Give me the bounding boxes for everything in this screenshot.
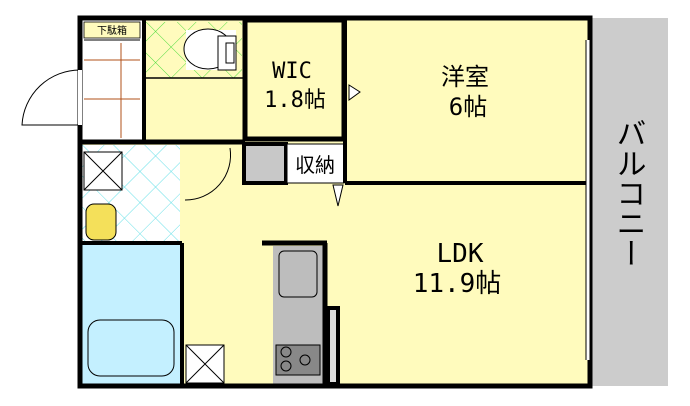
ldk-door-marker xyxy=(332,184,344,207)
entrance-door[interactable] xyxy=(21,69,81,126)
balcony xyxy=(590,18,668,386)
stove-icon xyxy=(275,344,321,376)
washroom-door[interactable] xyxy=(184,147,232,201)
wic-name: WIC xyxy=(272,59,312,84)
wic-size: 1.8帖 xyxy=(264,88,326,113)
balcony-label: バルコニー xyxy=(611,118,646,268)
wic-door-marker xyxy=(348,84,361,101)
wic xyxy=(242,17,347,142)
bathtub-icon xyxy=(87,319,175,377)
western-room-name: 洋室 xyxy=(441,63,489,91)
storage xyxy=(286,143,345,184)
ldk-size: 11.9帖 xyxy=(413,269,502,299)
ldk-name: LDK xyxy=(437,239,484,269)
storage-label: 収納 xyxy=(295,153,335,177)
shoe-box xyxy=(83,21,141,39)
pipe-space xyxy=(242,142,288,185)
genkan-tiles xyxy=(84,43,140,138)
shoe-box-label: 下駄箱 xyxy=(97,24,127,37)
sink-icon xyxy=(85,203,117,241)
western-room-size: 6帖 xyxy=(449,93,487,121)
kitchen-sink-icon xyxy=(278,250,318,298)
